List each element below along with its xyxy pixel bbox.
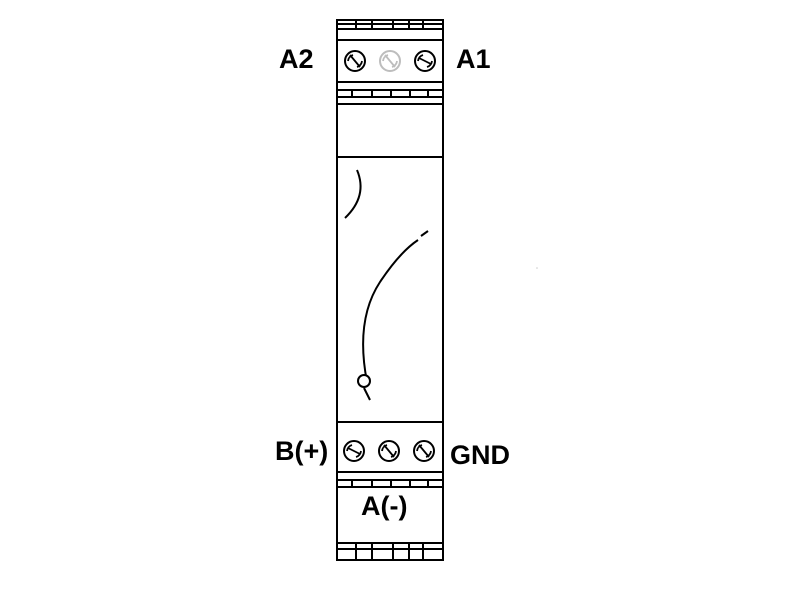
label-window bbox=[337, 103, 443, 158]
bottom-vent-ridge bbox=[337, 542, 443, 560]
screw-a1-icon bbox=[414, 50, 436, 72]
screw-a2-icon bbox=[344, 50, 366, 72]
screw-a-minus-icon bbox=[378, 440, 400, 462]
indicator-led bbox=[357, 374, 371, 388]
screw-gnd-icon bbox=[413, 440, 435, 462]
terminal-label-a1: A1 bbox=[456, 44, 491, 74]
terminal-label-a2: A2 bbox=[279, 44, 314, 74]
front-face-arcs bbox=[344, 169, 429, 401]
terminal-label-b-plus: B(+) bbox=[275, 436, 329, 466]
housing-outline bbox=[336, 19, 444, 561]
top-terminal-block bbox=[337, 39, 443, 98]
background-speck bbox=[536, 267, 538, 269]
top-vent-ridge bbox=[337, 20, 443, 30]
bottom-terminal-block bbox=[337, 421, 443, 488]
screw-b-plus-icon bbox=[343, 440, 365, 462]
terminal-label-a-minus: A(-) bbox=[361, 491, 408, 521]
screw-unused-icon bbox=[379, 50, 401, 72]
terminal-label-gnd: GND bbox=[450, 440, 510, 470]
